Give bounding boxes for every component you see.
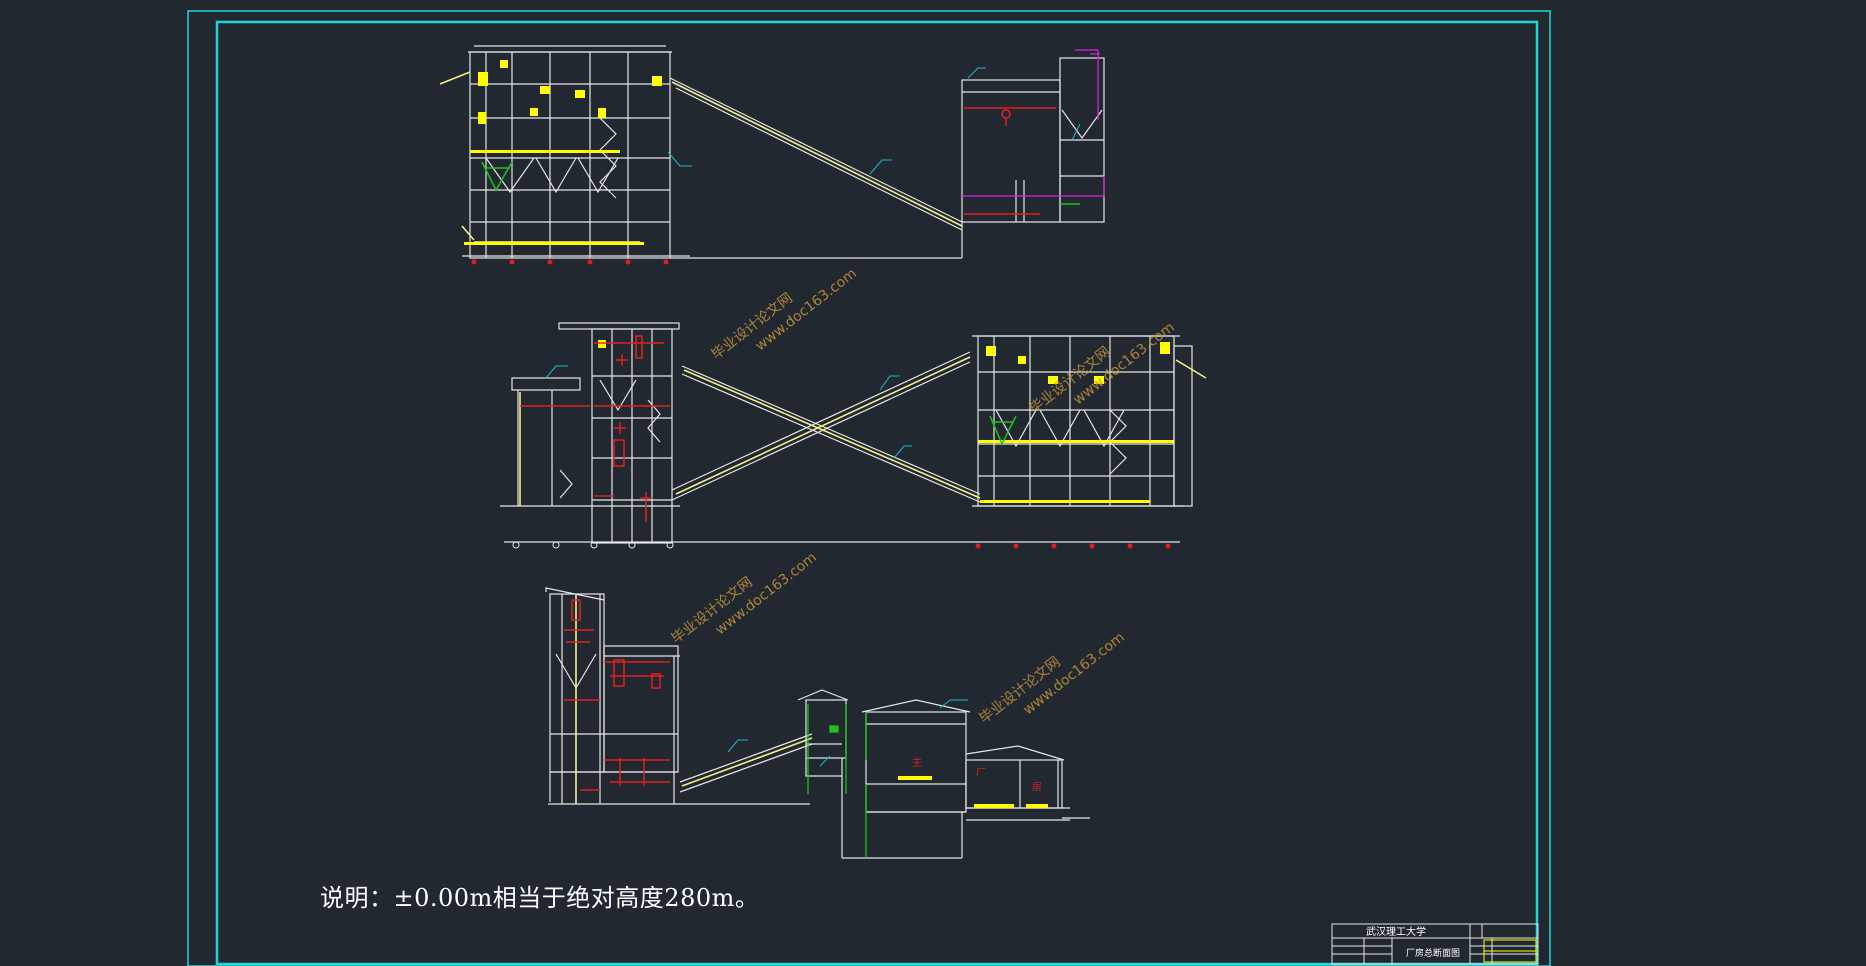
- title-block-drawing-title: 厂房总断面图: [1406, 947, 1460, 959]
- section-bottom-conveyor: [575, 594, 813, 804]
- section-bottom-green: [807, 704, 867, 858]
- section-top-magenta: [962, 49, 1105, 197]
- section-bottom-leaders: [727, 699, 968, 767]
- section-bottom-red: [564, 599, 670, 791]
- title-block-school: 武汉理工大学: [1366, 925, 1426, 938]
- drawing-frame: [187, 10, 1551, 966]
- section-middle-axis-markers: [512, 541, 1171, 549]
- main-building-labels: 主 厂 房: [912, 757, 1042, 793]
- watermark-2: 毕业设计论文网 www.doc163.com: [1027, 319, 1178, 417]
- main-label-3: 房: [1032, 780, 1042, 793]
- section-top-leaders: [667, 67, 1081, 175]
- section-top-conveyor: [439, 71, 963, 243]
- watermark-3: 毕业设计论文网 www.doc163.com: [669, 549, 820, 647]
- section-middle: [500, 322, 1193, 544]
- section-middle-red: [520, 335, 670, 522]
- section-top-red: [964, 107, 1056, 215]
- section-bottom: [545, 587, 1090, 859]
- section-bottom-yellow: [898, 776, 1048, 808]
- watermark-1: 毕业设计论文网 www.doc163.com: [709, 265, 860, 363]
- section-top-yellow-equipment: [464, 60, 662, 245]
- section-top: [462, 45, 1105, 259]
- title-block-yellow: [1483, 939, 1537, 963]
- watermark-4: 毕业设计论文网 www.doc163.com: [977, 629, 1128, 727]
- section-top-axis-markers: [471, 259, 669, 265]
- drawing-note: 说明：±0.00m相当于绝对高度280m。: [320, 884, 760, 912]
- title-block: [1331, 923, 1539, 965]
- section-middle-conveyor: [519, 356, 1207, 506]
- section-middle-yellow-equipment: [598, 340, 1174, 503]
- main-label-2: 厂: [976, 768, 986, 779]
- section-top-green: [481, 161, 1080, 205]
- section-middle-green: [989, 415, 1017, 446]
- main-label-1: 主: [912, 757, 922, 769]
- section-middle-leaders: [545, 365, 912, 459]
- watermark-group: 毕业设计论文网 www.doc163.com 毕业设计论文网 www.doc16…: [669, 265, 1178, 727]
